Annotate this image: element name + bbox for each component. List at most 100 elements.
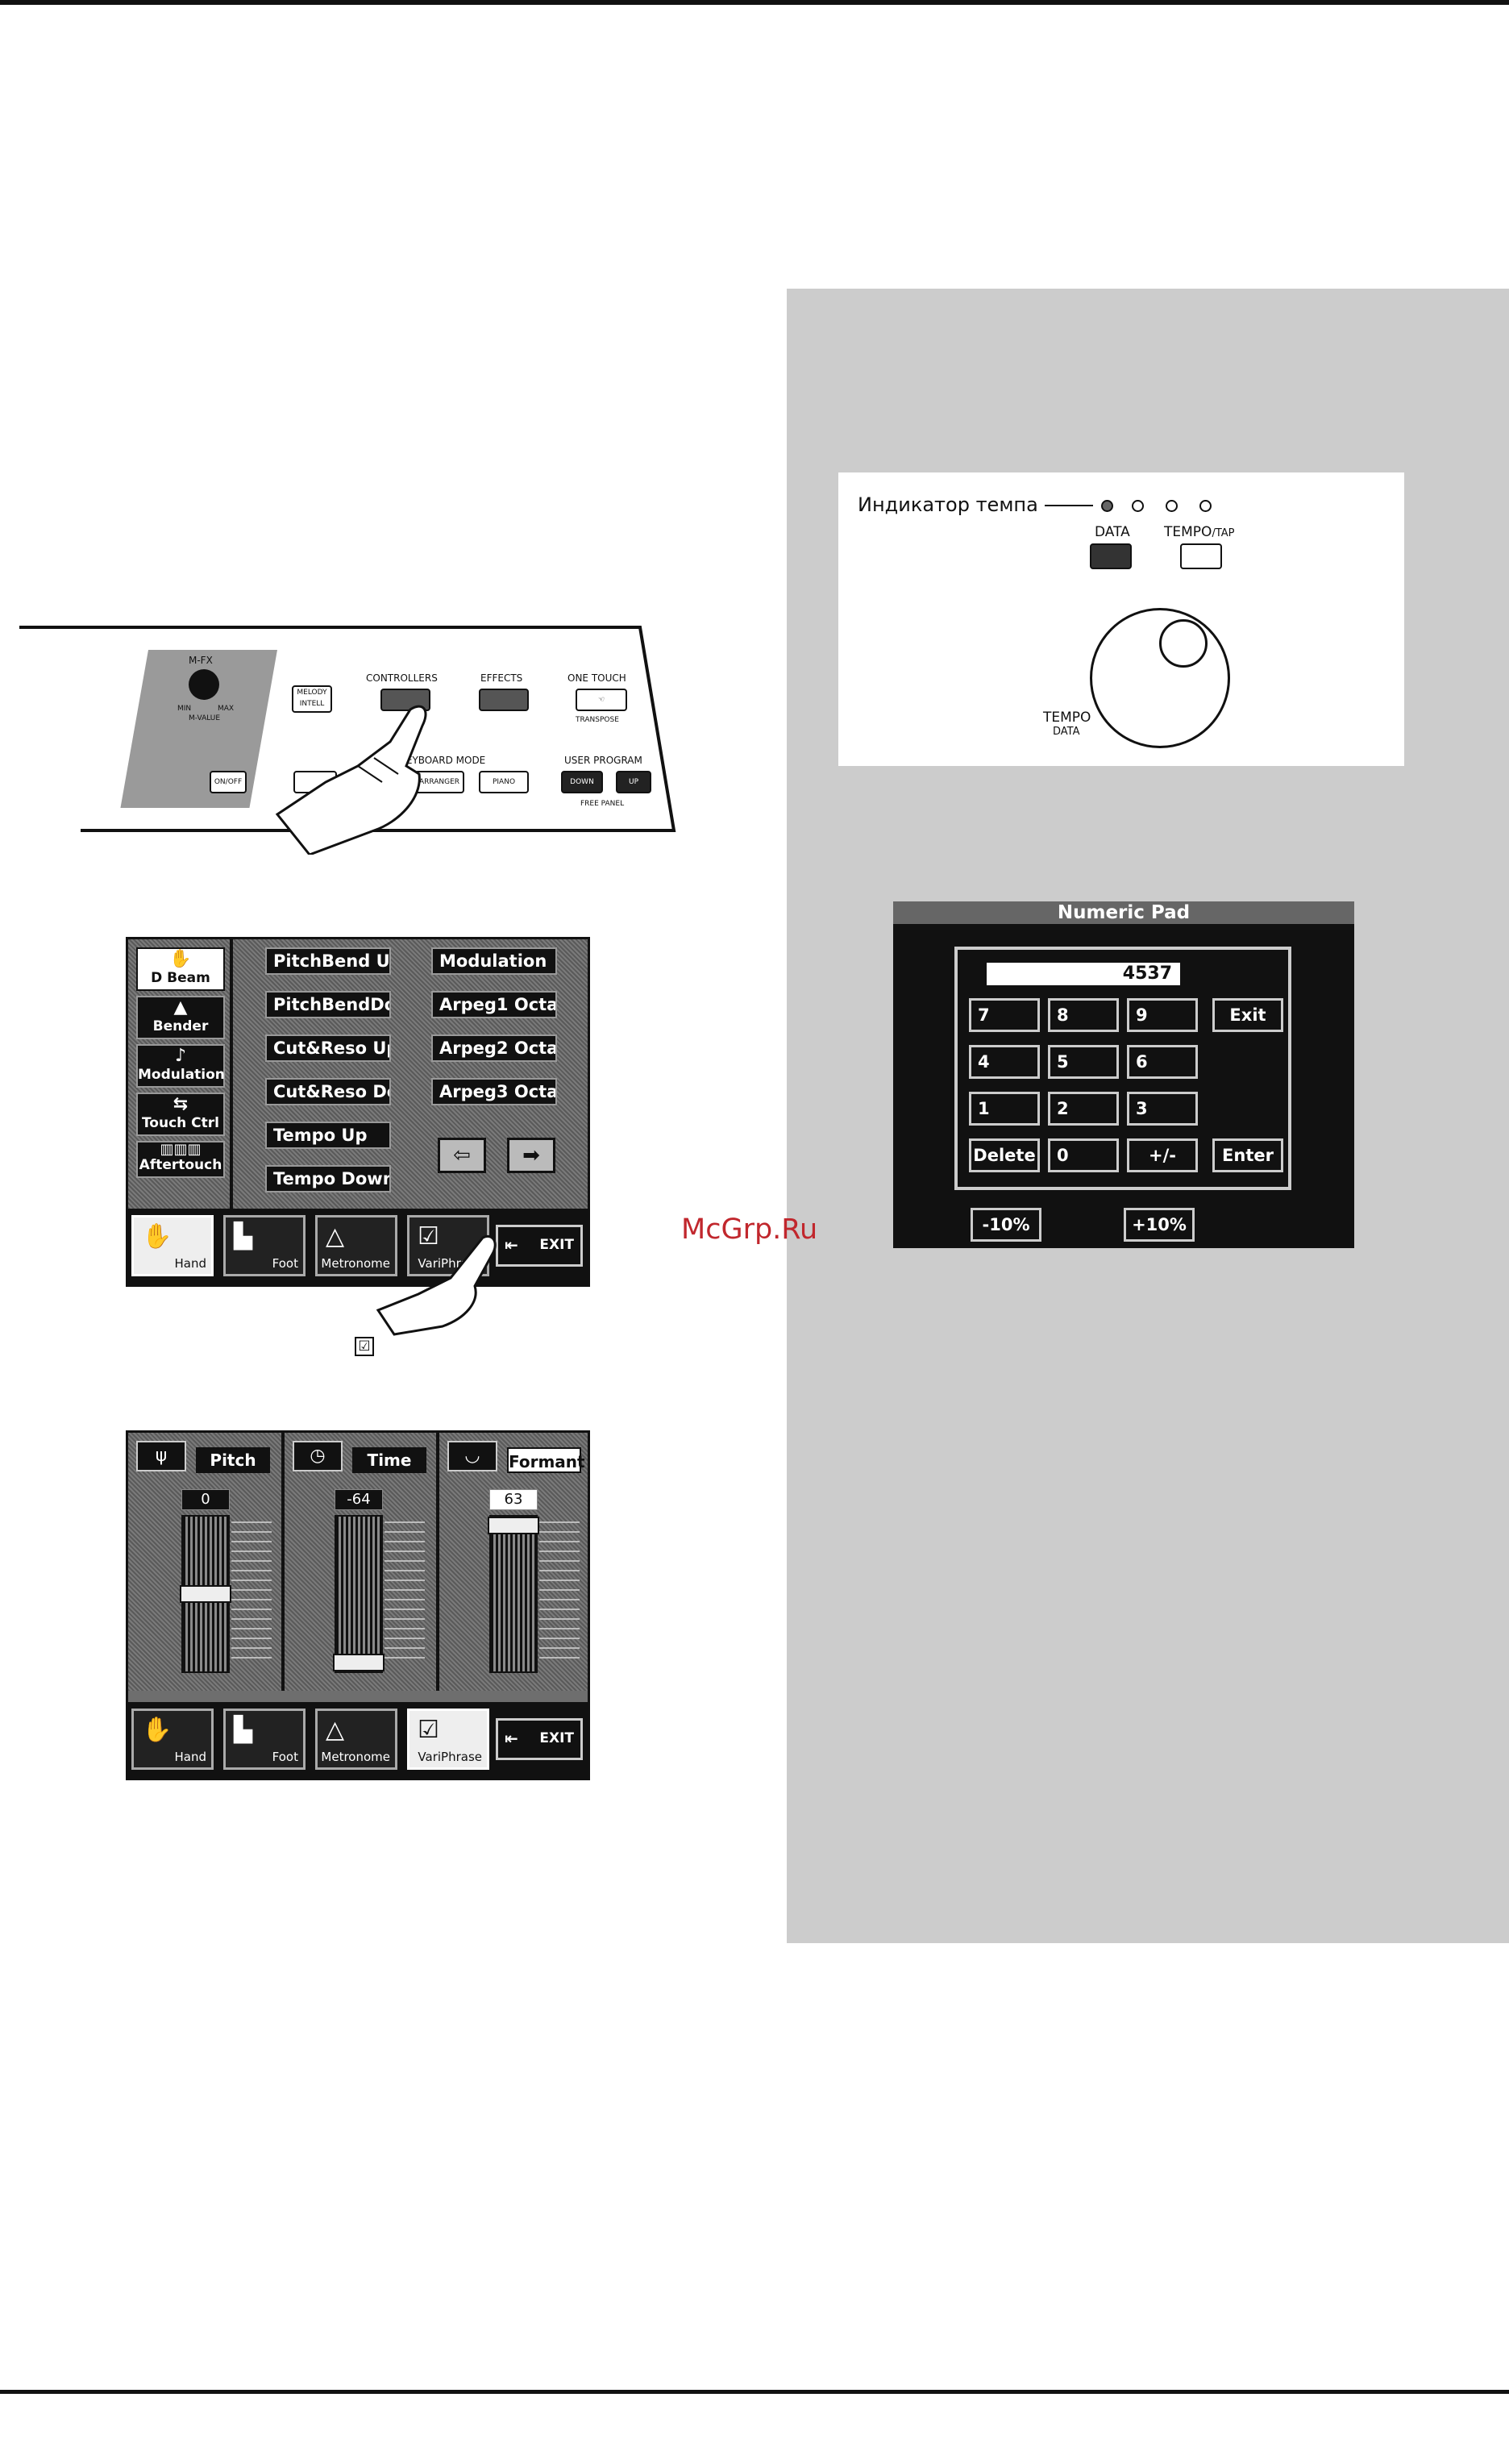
scroll-left-button[interactable]: ⇦ <box>438 1138 486 1173</box>
assign-pitchbend-up[interactable]: PitchBend Up <box>265 947 391 975</box>
pitch-slider-track[interactable] <box>180 1515 231 1673</box>
data-button[interactable] <box>1090 543 1132 569</box>
mvalue-label: M-VALUE <box>189 714 221 722</box>
effects-button[interactable] <box>479 689 529 711</box>
time-slider-track[interactable] <box>333 1515 385 1673</box>
tempo-led-1 <box>1101 500 1113 512</box>
formant-slider-track[interactable] <box>488 1515 539 1673</box>
key-3[interactable]: 3 <box>1127 1092 1198 1126</box>
hand-icon: ✋ <box>169 949 192 969</box>
numeric-pad-window: Numeric Pad 4537 7 8 9 Exit 4 5 6 1 2 3 … <box>893 901 1354 1248</box>
numeric-pad-title: Numeric Pad <box>893 901 1354 924</box>
one-touch-button[interactable]: ☜ <box>576 689 627 711</box>
tempo-data-dial[interactable] <box>1090 608 1230 748</box>
plus-10-percent-key[interactable]: +10% <box>1124 1208 1195 1242</box>
key-9[interactable]: 9 <box>1127 998 1198 1032</box>
one-touch-icon: ☜ <box>597 696 605 704</box>
dial-finger-grip <box>1159 619 1208 668</box>
mvalue-knob[interactable] <box>189 669 219 700</box>
scroll-right-button[interactable]: ➡ <box>507 1138 555 1173</box>
pitch-scale <box>231 1521 272 1667</box>
hand-label: Hand <box>174 1256 207 1271</box>
exit-key[interactable]: Exit <box>1212 998 1283 1032</box>
numeric-pad-frame: 4537 7 8 9 Exit 4 5 6 1 2 3 Delete 0 +/-… <box>954 947 1291 1190</box>
delete-key[interactable]: Delete <box>969 1138 1040 1172</box>
tempo-indicator-line <box>1045 505 1093 506</box>
modulation-icon: ♪ <box>174 1046 187 1066</box>
arrow-right-icon: ➡ <box>522 1143 540 1167</box>
column-divider-1 <box>281 1433 285 1691</box>
key-5[interactable]: 5 <box>1048 1045 1119 1079</box>
metronome-button[interactable]: △Metronome <box>315 1709 397 1770</box>
plus-minus-key[interactable]: +/- <box>1127 1138 1198 1172</box>
tab-divider <box>230 939 233 1209</box>
tab-aftertouch[interactable]: ▥▥▥Aftertouch <box>136 1141 225 1178</box>
foot-button[interactable]: ▙Foot <box>223 1215 306 1276</box>
minus-10-percent-key[interactable]: -10% <box>971 1208 1041 1242</box>
user-program-down-button[interactable]: DOWN <box>561 771 603 793</box>
arrow-left-icon: ⇦ <box>453 1143 471 1167</box>
variphrase-button[interactable]: ☑VariPhrase <box>407 1709 489 1770</box>
foot-icon: ▙ <box>234 1716 253 1744</box>
assign-tempo-down[interactable]: Tempo Down <box>265 1165 391 1192</box>
assign-tempo-up[interactable]: Tempo Up <box>265 1122 391 1149</box>
user-program-up-button[interactable]: UP <box>616 771 651 793</box>
lips-icon: ◡ <box>447 1441 497 1471</box>
metronome-label: Metronome <box>321 1256 390 1271</box>
enter-key[interactable]: Enter <box>1212 1138 1283 1172</box>
arranger-button[interactable]: ARRANGER <box>414 771 464 793</box>
foot-button[interactable]: ▙ Foot <box>223 1709 306 1770</box>
exit-button[interactable]: ⇤EXIT <box>496 1718 583 1760</box>
assign-pitchbend-down[interactable]: PitchBendDown <box>265 991 391 1018</box>
key-4[interactable]: 4 <box>969 1045 1040 1079</box>
tab-touch-ctrl[interactable]: ⇆Touch Ctrl <box>136 1093 225 1136</box>
pitch-value: 0 <box>181 1489 230 1510</box>
exit-button[interactable]: ⇤EXIT <box>496 1225 583 1267</box>
tap-text: /TAP <box>1212 527 1235 539</box>
variphrase-bottom-bar: ✋Hand ▙ Foot △Metronome ☑VariPhrase ⇤EXIT <box>128 1702 588 1778</box>
time-slider-thumb[interactable] <box>333 1654 385 1671</box>
assign-arpeg2-octave[interactable]: Arpeg2 Octave <box>431 1034 557 1062</box>
tab-modulation[interactable]: ♪Modulation <box>136 1044 225 1088</box>
key-6[interactable]: 6 <box>1127 1045 1198 1079</box>
foot-label: Foot <box>272 1750 298 1764</box>
time-scale <box>385 1521 425 1667</box>
touch-ctrl-icon: ⇆ <box>173 1094 189 1114</box>
top-rule <box>0 0 1509 5</box>
key-0[interactable]: 0 <box>1048 1138 1119 1172</box>
one-touch-label: ONE TOUCH <box>567 672 626 684</box>
assign-arpeg3-octave[interactable]: Arpeg3 Octave <box>431 1078 557 1105</box>
metronome-button[interactable]: △Metronome <box>315 1215 397 1276</box>
assign-cutreso-up[interactable]: Cut&Reso Up <box>265 1034 391 1062</box>
hand-button[interactable]: ✋Hand <box>131 1215 214 1276</box>
key-7[interactable]: 7 <box>969 998 1040 1032</box>
key-1[interactable]: 1 <box>969 1092 1040 1126</box>
piano-button[interactable]: PIANO <box>479 771 529 793</box>
tempo-data-illustration: Индикатор темпа DATA TEMPO/TAP TEMPO DAT… <box>838 472 1404 766</box>
tempo-tap-button[interactable] <box>1180 543 1222 569</box>
key-8[interactable]: 8 <box>1048 998 1119 1032</box>
tempo-led-2 <box>1132 500 1144 512</box>
mfx-onoff-button[interactable]: ON/OFF <box>210 771 247 793</box>
foot-label: Foot <box>272 1256 298 1271</box>
hand-icon: ✋ <box>142 1222 173 1251</box>
tab-bender[interactable]: ▲Bender <box>136 996 225 1039</box>
tab-d-beam[interactable]: ✋D Beam <box>136 947 225 991</box>
formant-slider-thumb[interactable] <box>488 1517 539 1534</box>
assign-modulation[interactable]: Modulation <box>431 947 557 975</box>
assign-arpeg1-octave[interactable]: Arpeg1 Octave <box>431 991 557 1018</box>
tempo-text: TEMPO <box>1164 524 1212 540</box>
pitch-slider-thumb[interactable] <box>180 1585 231 1603</box>
hand-button[interactable]: ✋Hand <box>131 1709 214 1770</box>
key-2[interactable]: 2 <box>1048 1092 1119 1126</box>
controllers-bottom-bar: ✋Hand ▙Foot △Metronome ☑VariPhrase ⇤EXIT <box>128 1209 588 1284</box>
melody-intell-button[interactable]: MELODY INTELL <box>292 685 332 713</box>
tempo-indicator-label: Индикатор темпа <box>858 493 1038 516</box>
data-button-label: DATA <box>1095 524 1130 540</box>
variphrase-inline-icon: ☑ <box>355 1337 374 1356</box>
free-panel-label: FREE PANEL <box>580 800 625 808</box>
exit-door-icon: ⇤ <box>505 1729 518 1748</box>
tempo-led-4 <box>1199 500 1212 512</box>
tempo-led-3 <box>1166 500 1178 512</box>
assign-cutreso-down[interactable]: Cut&Reso Down <box>265 1078 391 1105</box>
